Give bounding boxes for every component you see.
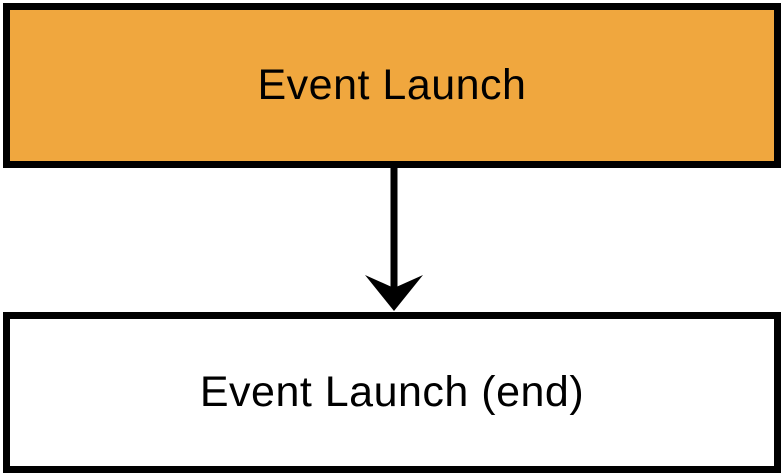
arrow-down-icon <box>365 162 423 311</box>
node-event-launch: Event Launch <box>3 3 781 168</box>
node-event-launch-end: Event Launch (end) <box>3 312 781 473</box>
edge-arrowhead <box>365 275 423 311</box>
node-event-launch-end-label: Event Launch (end) <box>199 368 585 416</box>
node-event-launch-label: Event Launch <box>257 61 527 109</box>
